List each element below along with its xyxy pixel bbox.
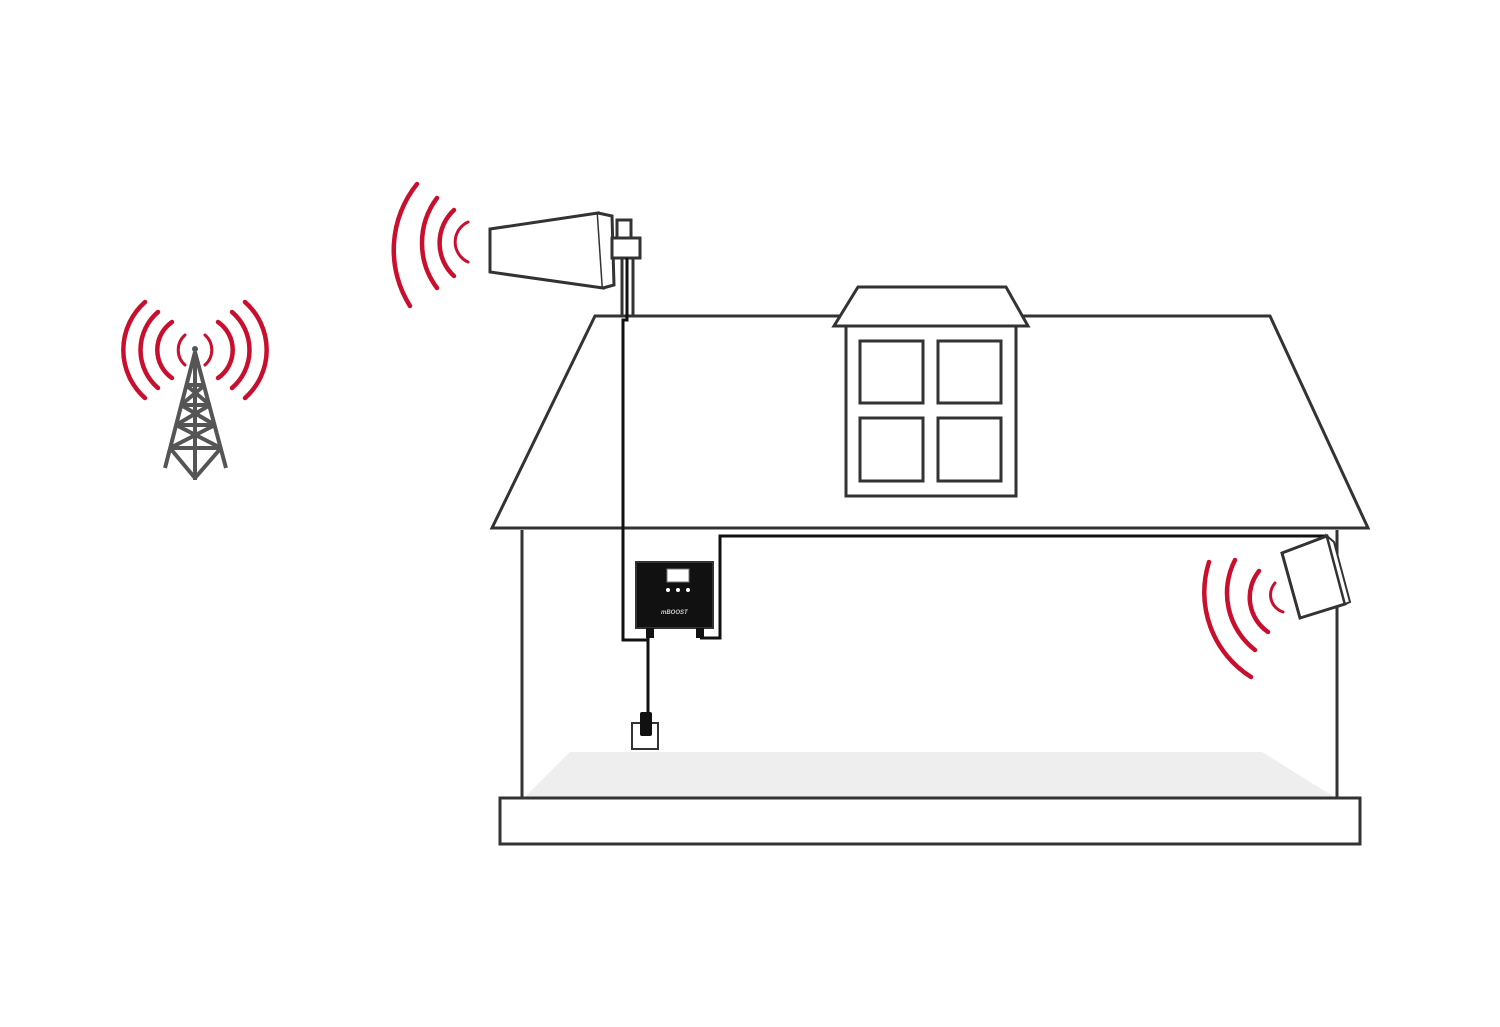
house-icon	[489, 285, 1371, 846]
cell-tower-icon	[163, 346, 228, 480]
indoor-antenna-signal-waves	[1202, 557, 1285, 680]
power-outlet-icon	[631, 712, 659, 750]
booster-brand-label: mBOOST	[661, 610, 689, 616]
panel-antenna-icon	[1280, 533, 1352, 620]
floor-area	[524, 752, 1336, 798]
dormer-window	[831, 285, 1031, 498]
tower-signal-waves	[121, 299, 269, 401]
outdoor-antenna-signal-waves	[391, 181, 470, 309]
foundation	[498, 796, 1362, 846]
signal-booster-icon: mBOOST	[635, 561, 714, 638]
yagi-antenna-icon	[488, 211, 642, 315]
